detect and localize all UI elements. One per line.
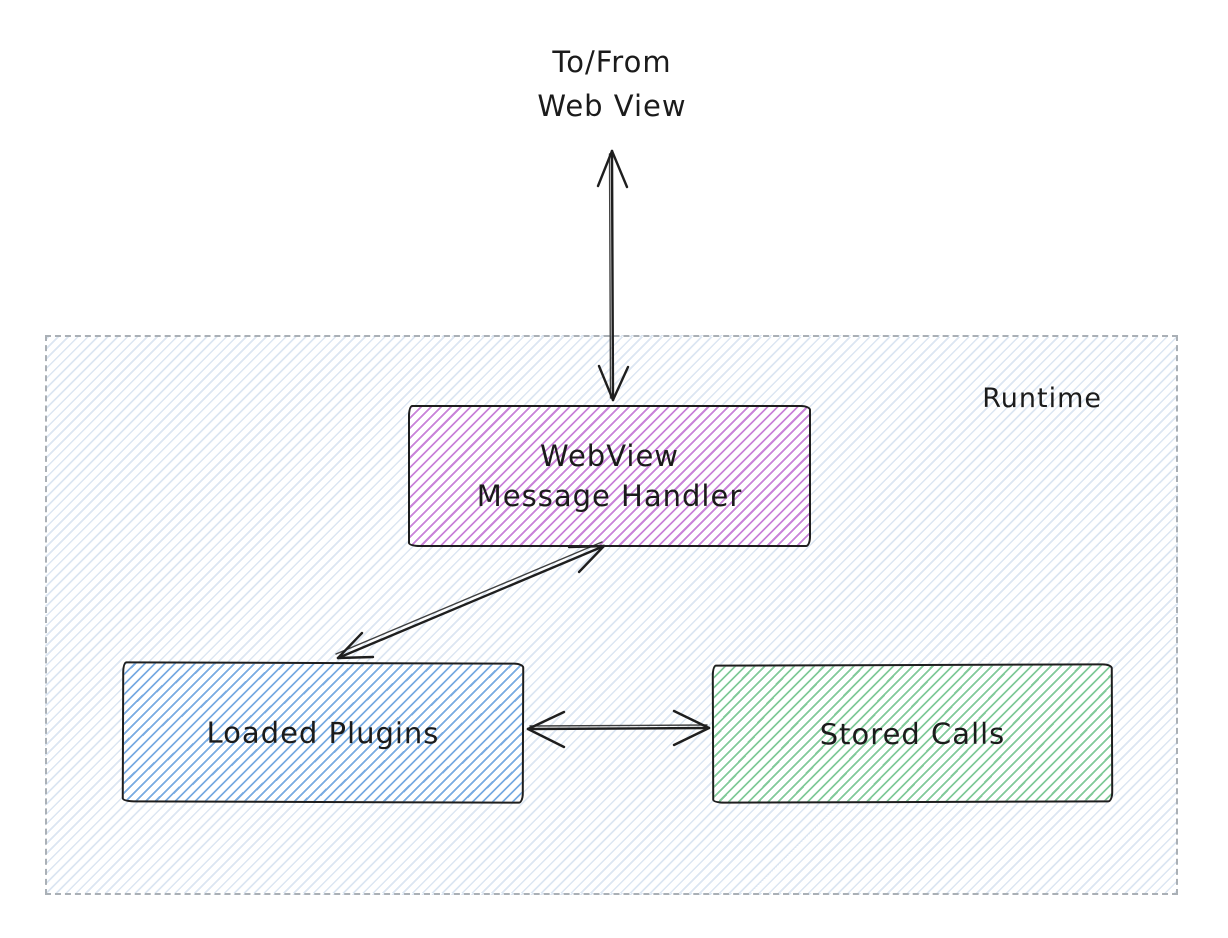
node-stored-calls: Stored Calls <box>711 663 1114 804</box>
node-webview-message-handler-label-line2: Message Handler <box>476 479 743 513</box>
node-loaded-plugins: Loaded Plugins <box>121 661 525 804</box>
external-webview-label-line1: To/From <box>552 45 672 79</box>
external-webview-label-line2: Web View <box>537 89 687 123</box>
node-stored-calls-label: Stored Calls <box>819 716 1006 751</box>
external-webview-label: To/From Web View <box>452 40 772 128</box>
node-loaded-plugins-label: Loaded Plugins <box>206 715 440 750</box>
node-webview-message-handler-label-line1: WebView <box>539 439 680 473</box>
node-webview-message-handler: WebView Message Handler <box>408 405 811 547</box>
runtime-label: Runtime <box>982 383 1102 414</box>
